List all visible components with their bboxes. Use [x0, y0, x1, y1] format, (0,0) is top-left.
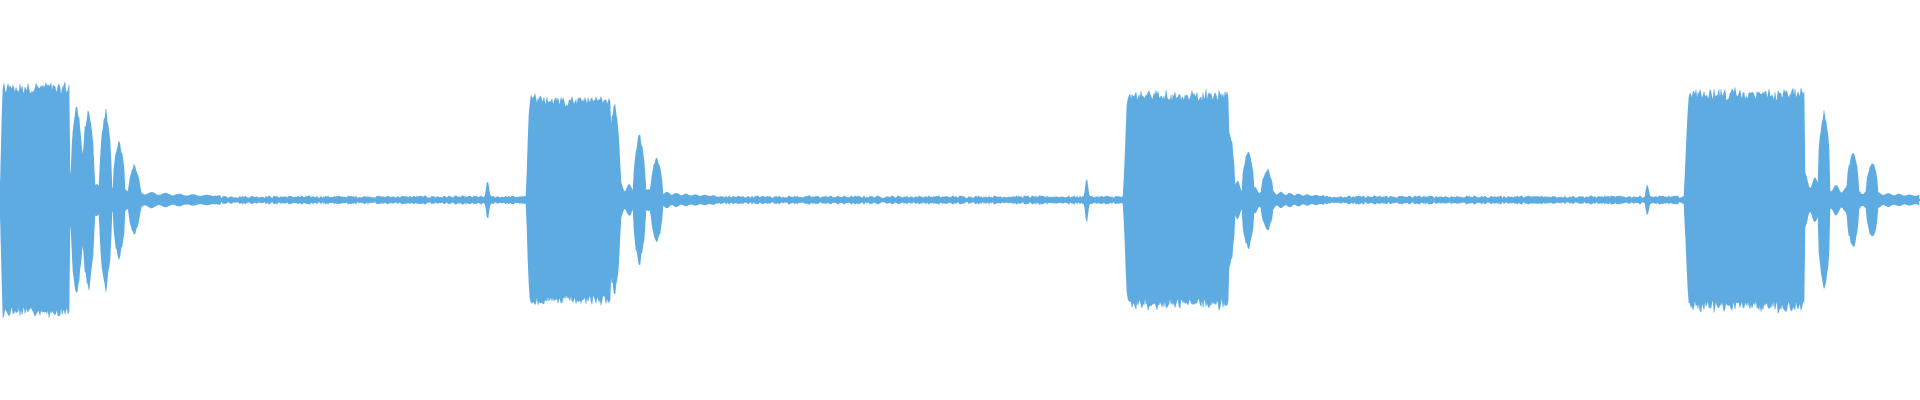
waveform-trace — [0, 81, 1920, 318]
